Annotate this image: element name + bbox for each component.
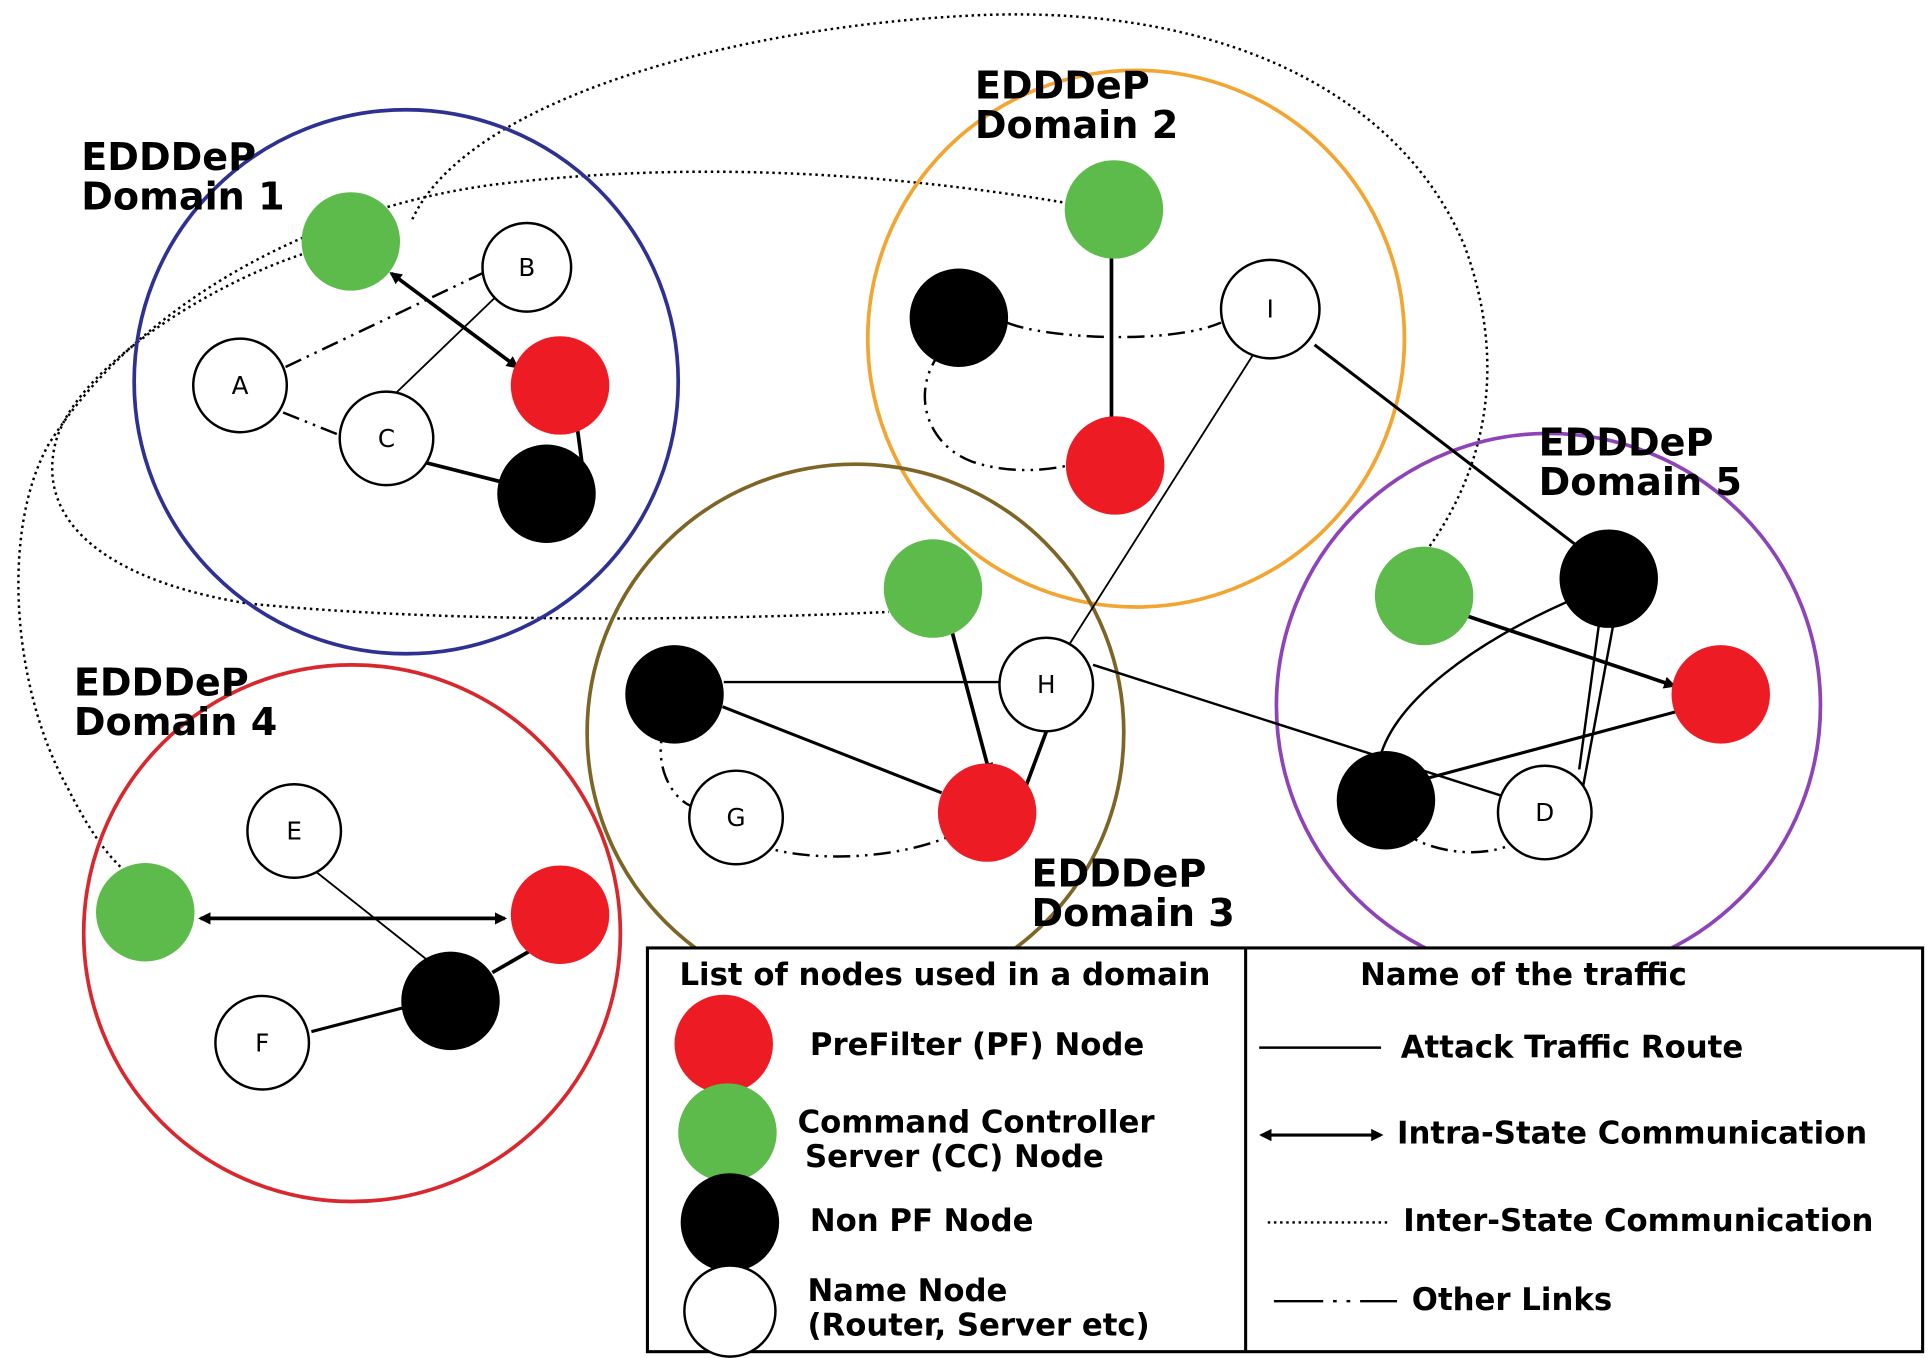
- domain-4-title: EDDDeP Domain 4: [74, 661, 277, 744]
- legend-cc-node-label-line1: Command Controller: [798, 1105, 1156, 1141]
- intra-d1-cc-pf: [389, 271, 519, 369]
- legend-box: [645, 946, 1925, 1354]
- legend: List of nodes used in a domain PreFilter…: [645, 946, 1925, 1358]
- other-link-a-c: [282, 411, 346, 439]
- domain-titles: EDDDeP Domain 1 EDDDeP Domain 2 EDDDeP D…: [74, 64, 1742, 935]
- legend-inter-state-label: Inter-State Communication: [1403, 1203, 1873, 1239]
- link-black3-red3: [721, 705, 943, 795]
- inter-link-d1cc-d3cc: [50, 251, 889, 620]
- intra-d3-cc-pf: [944, 613, 994, 776]
- name-node-a-label: A: [232, 371, 249, 400]
- name-node-i: I: [1219, 258, 1321, 360]
- legend-pf-node-label: PreFilter (PF) Node: [810, 1027, 1144, 1063]
- link-e-black4: [305, 863, 432, 964]
- legend-cc-node-swatch: [678, 1083, 777, 1182]
- link-h-red3: [1023, 724, 1051, 789]
- attack-traffic-links: [305, 291, 1677, 1034]
- domain-2-pf-node: [1065, 416, 1165, 515]
- other-link-black2-red2: [923, 350, 1069, 472]
- domain-5-title: EDDDeP Domain 5: [1539, 421, 1742, 504]
- domain-1-pf-node: [510, 336, 610, 435]
- other-link-a-b: [285, 267, 493, 369]
- inter-link-d2cc-d4cc: [17, 170, 1069, 886]
- legend-name-node-swatch: [683, 1264, 777, 1358]
- domain-1-title-line1: EDDDeP: [81, 135, 256, 179]
- link-black5-d: [1580, 609, 1618, 795]
- nodes: A B C I H G D E: [96, 160, 1770, 1091]
- domain-3-cc-node: [883, 539, 983, 638]
- other-link-black2-i: [1006, 321, 1222, 339]
- name-node-h: H: [998, 636, 1095, 733]
- name-node-d: D: [1496, 764, 1593, 861]
- legend-intra-state-label: Intra-State Communication: [1397, 1116, 1867, 1152]
- domain-1-title-line2: Domain 1: [81, 174, 284, 218]
- name-node-b-label: B: [518, 253, 535, 282]
- domain-5-cc-node: [1374, 546, 1474, 646]
- domain-2-non-pf-node: [909, 268, 1009, 367]
- domain-2-boundary: [865, 68, 1407, 609]
- domain-5-pf-node: [1671, 645, 1770, 744]
- legend-nodes-header: List of nodes used in a domain: [679, 957, 1210, 993]
- link-black5b-red5: [1427, 710, 1677, 780]
- name-node-a: A: [192, 337, 289, 434]
- domain-2-title-line2: Domain 2: [975, 103, 1178, 147]
- domain-1-title: EDDDeP Domain 1: [81, 135, 284, 218]
- legend-name-node-label-line1: Name Node: [807, 1273, 1007, 1309]
- legend-other-links-label: Other Links: [1412, 1282, 1612, 1318]
- name-node-e-label: E: [286, 817, 302, 846]
- legend-name-node-label: Name Node (Router, Server etc): [807, 1273, 1149, 1343]
- domain-4-boundary: [81, 662, 623, 1204]
- domain-3-non-pf-node: [625, 645, 724, 744]
- name-node-c-label: C: [378, 424, 395, 453]
- legend-attack-route-label: Attack Traffic Route: [1401, 1029, 1744, 1065]
- name-node-g-label: G: [727, 803, 746, 832]
- domain-3-title: EDDDeP Domain 3: [1031, 851, 1234, 934]
- legend-cc-node-label: Command Controller Server (CC) Node: [798, 1105, 1166, 1175]
- inter-link-d1cc-d5cc: [411, 13, 1489, 574]
- domain-1-cc-node: [301, 192, 401, 291]
- name-node-f-label: F: [255, 1028, 269, 1057]
- domain-5-non-pf-node-bottom: [1336, 751, 1436, 850]
- domain-4-non-pf-node: [401, 951, 500, 1051]
- legend-name-node-label-line2: (Router, Server etc): [807, 1308, 1149, 1344]
- name-node-h-label: H: [1037, 670, 1056, 699]
- name-node-d-label: D: [1535, 798, 1554, 827]
- domain-2-title-line1: EDDDeP: [975, 64, 1150, 108]
- domain-2-title: EDDDeP Domain 2: [975, 64, 1178, 147]
- domain-4-title-line1: EDDDeP: [74, 661, 249, 705]
- domain-3-title-line1: EDDDeP: [1031, 851, 1206, 895]
- domain-4-cc-node: [96, 863, 195, 962]
- domain-4-pf-node: [510, 865, 610, 964]
- domain-2-cc-node: [1064, 160, 1164, 259]
- legend-non-pf-node-swatch: [680, 1173, 780, 1272]
- other-link-g-red3: [752, 836, 949, 858]
- domain-1-non-pf-node: [497, 444, 596, 543]
- name-node-e: E: [246, 783, 343, 880]
- intra-state-links: [198, 240, 1677, 925]
- domain-5-non-pf-node-top: [1559, 529, 1658, 628]
- name-node-i-label: I: [1267, 295, 1274, 324]
- domain-5-title-line2: Domain 5: [1539, 460, 1742, 504]
- link-f-black4: [311, 1005, 407, 1034]
- intra-d5-cc-pf: [1452, 609, 1677, 689]
- name-node-g: G: [688, 769, 785, 866]
- link-i-h: [1060, 350, 1257, 658]
- domain-3-pf-node: [937, 763, 1037, 862]
- link-h-d: [1092, 663, 1505, 798]
- name-node-b: B: [481, 221, 573, 313]
- domain-4-title-line2: Domain 4: [74, 700, 277, 744]
- inter-state-links: [17, 13, 1489, 886]
- legend-cc-node-label-line2: Server (CC) Node: [805, 1139, 1104, 1175]
- link-i-black5: [1313, 343, 1589, 556]
- domain-3-title-line2: Domain 3: [1031, 891, 1234, 935]
- name-node-c: C: [338, 390, 435, 487]
- name-node-f: F: [214, 994, 311, 1091]
- legend-pf-node-swatch: [674, 994, 773, 1094]
- legend-traffic-header: Name of the traffic: [1360, 957, 1687, 993]
- domain-5-title-line1: EDDDeP: [1539, 421, 1714, 465]
- domain-1-boundary: [132, 107, 681, 656]
- legend-non-pf-node-label: Non PF Node: [810, 1203, 1034, 1239]
- link-c-black1: [421, 459, 506, 485]
